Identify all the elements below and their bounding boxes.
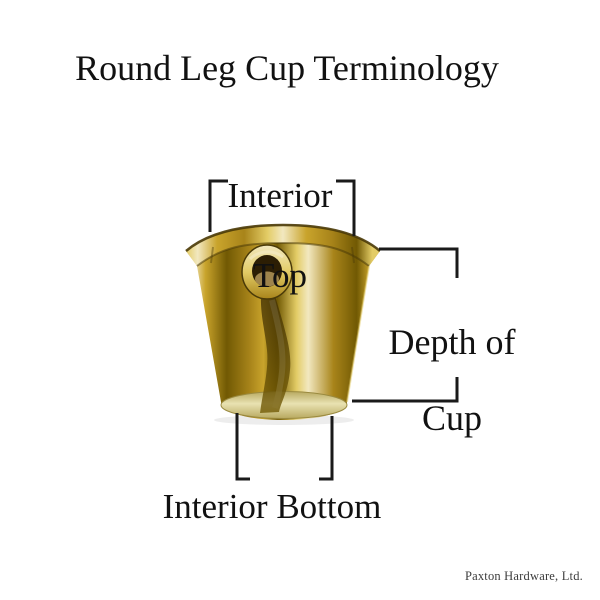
cup-body	[186, 225, 380, 420]
leg-cup-photo	[185, 223, 381, 425]
interior-bottom-bracket-left	[235, 413, 250, 481]
cup-right-edge-highlight	[346, 265, 370, 403]
cup-rim	[186, 225, 380, 266]
interior-top-bracket-right	[336, 179, 356, 236]
depth-of-cup-label: Depth of Cup	[352, 285, 552, 475]
depth-bracket-bottom	[352, 377, 459, 403]
interior-top-line1: Interior	[227, 176, 333, 215]
cup-under-rim-shadow	[196, 241, 370, 267]
footer-credit: Paxton Hardware, Ltd.	[464, 569, 583, 583]
rim-crease-right	[351, 246, 355, 264]
rim-crease-left	[210, 246, 214, 264]
interior-bottom-label: Interior Bottom	[162, 487, 382, 526]
depth-line1: Depth of	[388, 322, 516, 362]
interior-top-bracket-left	[208, 179, 228, 232]
depth-bracket-top	[379, 247, 459, 278]
depth-line2: Cup	[421, 398, 482, 438]
interior-top-label: Interior Top	[180, 136, 380, 336]
keyhole-ring-glint	[248, 250, 284, 261]
interior-top-line2: Top	[253, 256, 307, 295]
keyhole-hole-reflection	[255, 271, 279, 287]
center-seam-shadow	[260, 292, 291, 413]
page-title: Round Leg Cup Terminology	[75, 48, 499, 88]
interior-bottom-bracket-right	[319, 416, 334, 481]
callout-brackets	[208, 179, 459, 481]
